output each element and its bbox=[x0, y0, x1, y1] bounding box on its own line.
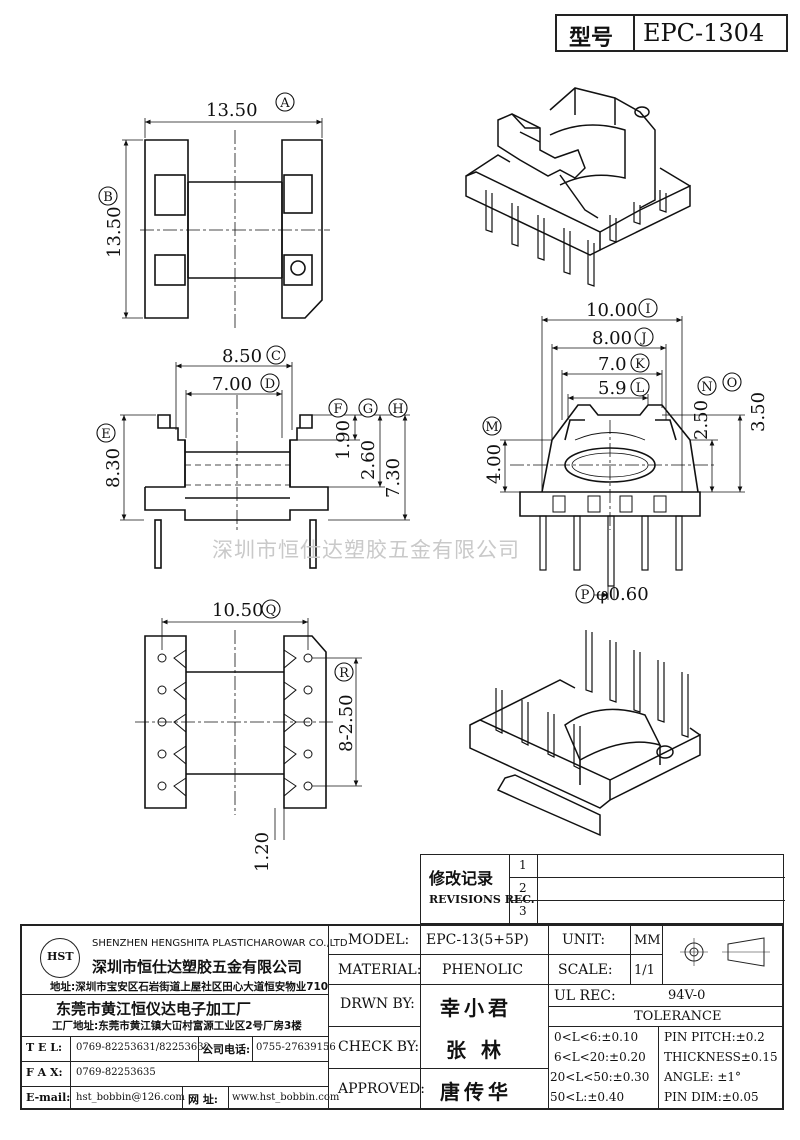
revisions-table: 修改记录 REVISIONS REC. 1 2 3 bbox=[420, 854, 785, 924]
revisions-title-en: REVISIONS REC. bbox=[429, 893, 535, 906]
company-address-sz: 地址:深圳市宝安区石岩街道上屋社区田心大道恒安物业710 bbox=[50, 981, 329, 993]
fax-label: F A X: bbox=[26, 1066, 63, 1079]
dim-r: 8-2.50 bbox=[336, 694, 357, 752]
dim-n: 2.50 bbox=[691, 400, 712, 440]
callout-k: K bbox=[635, 357, 645, 372]
projection-symbol bbox=[680, 937, 770, 967]
email-label: E-mail: bbox=[26, 1091, 71, 1104]
callout-m: M bbox=[485, 420, 498, 435]
callout-a: A bbox=[279, 96, 290, 111]
dim-j: 8.00 bbox=[592, 328, 632, 349]
dim-f: 1.90 bbox=[333, 420, 354, 460]
dim-g: 2.60 bbox=[358, 440, 379, 480]
tol-left-1: 0<L<6:±0.10 bbox=[554, 1030, 639, 1044]
company-name-en: SHENZHEN HENGSHITA PLASTICHAROWAR CO.,LT… bbox=[92, 938, 348, 949]
check-label: CHECK BY: bbox=[338, 1039, 420, 1055]
side-view bbox=[500, 316, 745, 600]
callout-j: J bbox=[639, 331, 646, 346]
revision-row-3: 3 bbox=[519, 904, 527, 918]
revisions-title: 修改记录 bbox=[429, 869, 494, 888]
tol-right-3: ANGLE: ±1° bbox=[664, 1070, 742, 1084]
tol-right-2: THICKNESS±0.15 bbox=[664, 1050, 778, 1064]
tol-left-2: 6<L<20:±0.20 bbox=[554, 1050, 646, 1064]
dim-p: φ0.60 bbox=[596, 584, 649, 605]
callout-p: P bbox=[581, 588, 590, 603]
watermark-text: 深圳市恒仕达塑胶五金有限公司 bbox=[212, 538, 520, 562]
dim-m: 4.00 bbox=[484, 444, 505, 484]
bottom-view bbox=[135, 618, 362, 840]
callout-c: C bbox=[271, 349, 281, 364]
tolerance-label: TOLERANCE bbox=[634, 1009, 722, 1024]
top-view bbox=[122, 118, 330, 330]
dim-o: 3.50 bbox=[748, 392, 769, 432]
isometric-view-bottom bbox=[469, 630, 701, 837]
material-label: MATERIAL: bbox=[338, 962, 422, 978]
tol-right-4: PIN DIM:±0.05 bbox=[664, 1090, 759, 1104]
dim-d: 7.00 bbox=[212, 374, 252, 395]
factory-name: 东莞市黄江恒仪达电子加工厂 bbox=[56, 1000, 252, 1018]
callout-l: L bbox=[636, 381, 645, 396]
dim-c: 8.50 bbox=[222, 346, 262, 367]
hst-logo: HST bbox=[40, 938, 80, 978]
callout-d: D bbox=[265, 377, 275, 392]
header-box: 型号 EPC-1304 bbox=[555, 14, 788, 52]
web-address: www.hst_bobbin.com bbox=[232, 1092, 340, 1103]
unit-label: UNIT: bbox=[562, 932, 606, 948]
drawn-value: 幸小君 bbox=[440, 996, 512, 1020]
scale-label: SCALE: bbox=[558, 962, 613, 978]
dim-top-height: 13.50 bbox=[104, 206, 125, 258]
revision-row-2: 2 bbox=[519, 881, 527, 895]
ul-label: UL REC: bbox=[554, 988, 616, 1004]
ul-value: 94V-0 bbox=[668, 988, 706, 1003]
check-value: 张 林 bbox=[446, 1038, 505, 1062]
model-value: EPC-13(5+5P) bbox=[426, 932, 529, 948]
web-label: 网 址: bbox=[188, 1093, 218, 1106]
email-address: hst_bobbin@126.com bbox=[76, 1092, 185, 1103]
tol-left-4: 50<L:±0.40 bbox=[550, 1090, 625, 1104]
tol-right-1: PIN PITCH:±0.2 bbox=[664, 1030, 765, 1044]
title-block: HST SHENZHEN HENGSHITA PLASTICHAROWAR CO… bbox=[20, 924, 784, 1110]
dim-k: 7.0 bbox=[598, 354, 627, 375]
tel-number: 0769-82253631/82253632 bbox=[76, 1042, 210, 1053]
dim-pitch-gap: 1.20 bbox=[252, 832, 273, 872]
front-view bbox=[120, 362, 410, 569]
callout-o: O bbox=[727, 376, 738, 391]
factory-address: 工厂地址:东莞市黄江镇大冚村富源工业区2号厂房3楼 bbox=[52, 1020, 302, 1032]
callout-b: B bbox=[103, 190, 113, 205]
office-tel-label: 公司电话: bbox=[202, 1043, 251, 1056]
office-tel: 0755-27639156 bbox=[256, 1042, 336, 1053]
callout-markers: A B C D E F G H I J K L M N O P Q R bbox=[96, 92, 742, 682]
scale-value: 1/1 bbox=[634, 963, 655, 978]
dim-i: 10.00 bbox=[586, 300, 638, 321]
dim-h: 7.30 bbox=[383, 458, 404, 498]
dim-top-width: 13.50 bbox=[206, 100, 258, 121]
approved-label: APPROVED: bbox=[338, 1081, 425, 1097]
company-name-cn: 深圳市恒仕达塑胶五金有限公司 bbox=[92, 958, 303, 976]
tel-label: T E L: bbox=[26, 1041, 63, 1054]
revision-row-1: 1 bbox=[519, 858, 527, 872]
callout-q: Q bbox=[266, 603, 277, 618]
material-value: PHENOLIC bbox=[442, 962, 524, 978]
dim-e: 8.30 bbox=[103, 448, 124, 488]
dim-l: 5.9 bbox=[598, 378, 627, 399]
model-number: EPC-1304 bbox=[643, 19, 765, 47]
callout-g: G bbox=[363, 402, 373, 417]
model-label: MODEL: bbox=[348, 932, 410, 948]
callout-e: E bbox=[101, 427, 111, 442]
tol-left-3: 20<L<50:±0.30 bbox=[550, 1070, 650, 1084]
drawn-label: DRWN BY: bbox=[340, 996, 415, 1012]
dim-q: 10.50 bbox=[212, 600, 264, 621]
callout-h: H bbox=[392, 402, 403, 417]
isometric-view-top bbox=[465, 87, 691, 287]
approved-value: 唐传华 bbox=[440, 1080, 512, 1104]
fax-number: 0769-82253635 bbox=[76, 1067, 156, 1078]
type-label: 型号 bbox=[569, 26, 614, 51]
callout-n: N bbox=[701, 380, 712, 395]
callout-i: I bbox=[645, 302, 650, 317]
unit-value: MM bbox=[634, 933, 661, 948]
callout-r: R bbox=[339, 666, 350, 681]
callout-f: F bbox=[333, 402, 342, 417]
